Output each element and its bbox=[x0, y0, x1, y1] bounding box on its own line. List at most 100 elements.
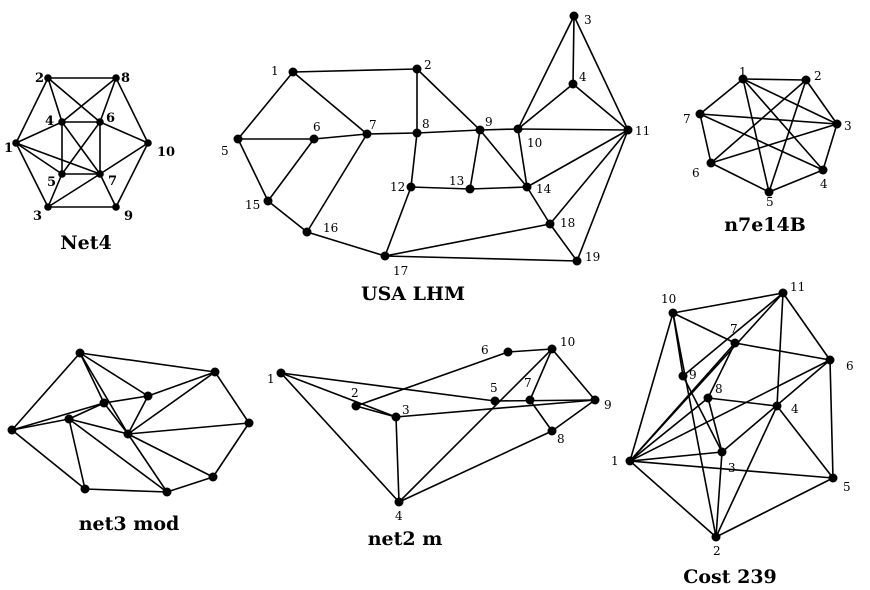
net4-node-7 bbox=[96, 170, 104, 178]
cost239-edge-11-6 bbox=[782, 292, 831, 361]
net4-edge-1-4 bbox=[15, 121, 63, 144]
usa-lhm-edge-6-7 bbox=[313, 133, 368, 140]
usa-lhm-edge-7-8 bbox=[366, 132, 418, 135]
cost239-node-label-11: 11 bbox=[790, 280, 805, 294]
n7e14b-node-6 bbox=[706, 158, 716, 168]
net2-m-node-label-10: 10 bbox=[560, 335, 575, 349]
net3-mod-edge-i-e bbox=[68, 418, 168, 493]
net2-m-node-6 bbox=[503, 347, 513, 357]
usa-lhm-edge-1-7 bbox=[292, 71, 368, 135]
cost239-edge-8-4 bbox=[707, 397, 778, 407]
net3-mod-node-f bbox=[80, 484, 90, 494]
net2-m-edge-1-5 bbox=[280, 372, 496, 402]
usa-lhm-edge-16-17 bbox=[306, 231, 386, 257]
net4-node-label-3: 3 bbox=[33, 209, 42, 224]
usa-lhm-edge-10-3 bbox=[517, 15, 575, 130]
usa-lhm-node-label-12: 12 bbox=[390, 180, 405, 194]
usa-lhm-node-1 bbox=[288, 67, 298, 77]
edges-layer bbox=[11, 15, 838, 538]
cost239-node-label-9: 9 bbox=[689, 368, 697, 382]
net2-m-node-label-9: 9 bbox=[604, 398, 612, 412]
usa-lhm-node-16 bbox=[302, 227, 312, 237]
n7e14b-node-2 bbox=[801, 75, 811, 85]
net2-m-node-label-6: 6 bbox=[481, 343, 489, 357]
net2-m-node-3 bbox=[391, 412, 401, 422]
net2-m-edge-6-10 bbox=[507, 348, 553, 353]
net3-mod-node-b bbox=[210, 367, 220, 377]
net3-mod-node-e bbox=[162, 487, 172, 497]
cost239-node-label-10: 10 bbox=[661, 292, 676, 306]
net2-m-node-2 bbox=[351, 401, 361, 411]
net2-m-edge-5-9 bbox=[494, 399, 596, 402]
title-net4: Net4 bbox=[60, 232, 111, 254]
net4-edge-8-4 bbox=[61, 77, 117, 123]
usa-lhm-edge-5-15 bbox=[237, 138, 269, 202]
net3-mod-edge-i-j bbox=[68, 418, 129, 435]
usa-lhm-node-18 bbox=[545, 219, 555, 229]
net2-m-node-7 bbox=[525, 395, 535, 405]
n7e14b-edge-1-2 bbox=[742, 78, 807, 81]
nodes-layer bbox=[7, 11, 842, 542]
net3-mod-edge-k-h bbox=[103, 395, 149, 404]
n7e14b-edge-1-4 bbox=[742, 78, 824, 171]
net2-m-node-label-7: 7 bbox=[524, 376, 532, 390]
n7e14b-edge-2-6 bbox=[710, 79, 807, 164]
cost239-edge-11-4 bbox=[776, 292, 784, 407]
net4-node-1 bbox=[12, 139, 20, 147]
usa-lhm-edge-8-12 bbox=[410, 132, 418, 188]
cost239-node-6 bbox=[825, 355, 835, 365]
net4-node-6 bbox=[96, 118, 104, 126]
cost239-edge-7-6 bbox=[734, 342, 831, 361]
cost239-edge-10-2 bbox=[672, 312, 717, 538]
net3-mod-edge-j-c bbox=[127, 422, 250, 435]
title-usa-lhm: USA LHM bbox=[361, 283, 465, 305]
cost239-node-11 bbox=[778, 288, 788, 298]
cost239-node-label-4: 4 bbox=[791, 402, 799, 416]
usa-lhm-edge-4-11 bbox=[572, 83, 629, 131]
usa-lhm-node-label-14: 14 bbox=[536, 182, 552, 196]
n7e14b-edge-2-3 bbox=[805, 79, 838, 125]
usa-lhm-node-5 bbox=[233, 134, 243, 144]
usa-lhm-node-10 bbox=[513, 124, 523, 134]
usa-lhm-node-label-18: 18 bbox=[560, 216, 575, 230]
net3-mod-edge-k-b bbox=[147, 371, 216, 397]
net3-mod-node-i bbox=[64, 414, 74, 424]
n7e14b-edge-4-5 bbox=[768, 169, 824, 193]
net3-mod-node-d bbox=[208, 472, 218, 482]
net3-mod-node-j bbox=[123, 429, 133, 439]
cost239-node-7 bbox=[730, 338, 740, 348]
net2-m-node-label-5: 5 bbox=[490, 381, 498, 395]
usa-lhm-edge-3-4 bbox=[572, 15, 575, 85]
net4-node-5 bbox=[58, 170, 66, 178]
usa-lhm-node-6 bbox=[309, 134, 319, 144]
net4-edge-2-6 bbox=[47, 77, 101, 123]
net3-mod-edge-c-d bbox=[212, 422, 250, 478]
net2-m-node-8 bbox=[547, 426, 557, 436]
usa-lhm-edge-13-14 bbox=[469, 186, 528, 190]
usa-lhm-edge-10-11 bbox=[517, 128, 629, 131]
net4-node-3 bbox=[44, 203, 52, 211]
net4-edge-1-5 bbox=[15, 142, 63, 175]
net2-m-edge-8-9 bbox=[551, 399, 596, 432]
net2-m-node-label-4: 4 bbox=[395, 509, 403, 523]
usa-lhm-node-label-6: 6 bbox=[313, 120, 321, 134]
cost239-node-3 bbox=[717, 447, 727, 457]
usa-lhm-node-label-3: 3 bbox=[584, 13, 592, 27]
cost239-edge-4-5 bbox=[776, 405, 834, 479]
cost239-edge-3-2 bbox=[715, 451, 723, 538]
title-net3-mod: net3 mod bbox=[79, 513, 180, 535]
usa-lhm-node-19 bbox=[572, 256, 582, 266]
net2-m-edge-10-9 bbox=[551, 348, 596, 401]
cost239-edge-1-6 bbox=[629, 359, 831, 462]
net3-mod-edge-f-g bbox=[11, 429, 86, 490]
n7e14b-node-label-3: 3 bbox=[844, 119, 852, 133]
net4-edge-8-6 bbox=[99, 77, 117, 123]
net4-edge-8-10 bbox=[115, 77, 149, 144]
cost239-node-label-5: 5 bbox=[843, 480, 851, 494]
usa-lhm-node-2 bbox=[412, 64, 422, 74]
net3-mod-edge-h-i bbox=[68, 402, 105, 420]
n7e14b-edge-6-7 bbox=[699, 113, 712, 164]
usa-lhm-edge-7-16 bbox=[306, 133, 368, 233]
net3-mod-edge-j-d bbox=[127, 433, 214, 478]
usa-lhm-edge-3-11 bbox=[573, 15, 629, 131]
